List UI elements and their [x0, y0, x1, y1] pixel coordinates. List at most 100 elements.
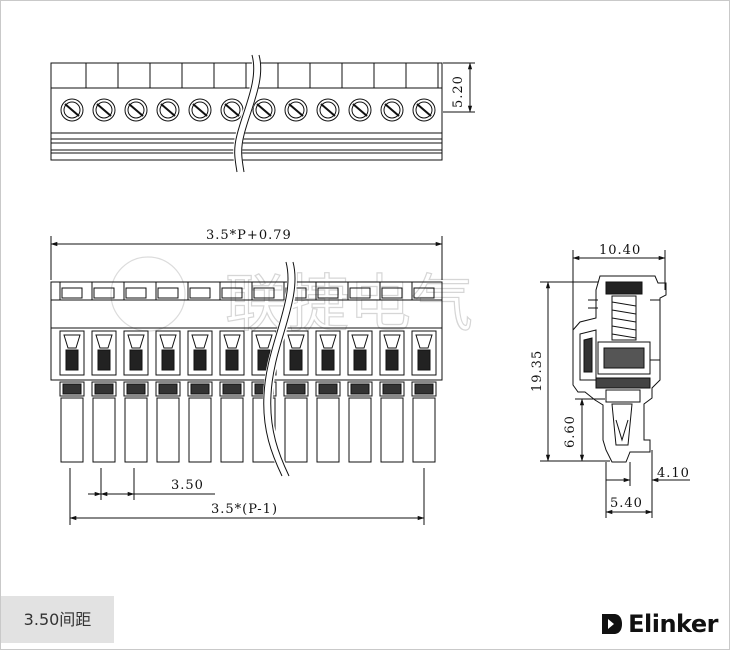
- top-hole-slot: [160, 103, 176, 117]
- front-top-window: [61, 287, 83, 299]
- front-pin-body: [156, 397, 180, 463]
- side-detail-lines: [588, 299, 660, 361]
- front-screw-cell: [123, 330, 149, 376]
- top-hole-outer: [412, 98, 436, 122]
- top-hole-outer: [316, 98, 340, 122]
- front-cell-opening: [417, 349, 431, 371]
- top-hole-inner: [95, 101, 113, 119]
- dim-side-lower: 6.60: [563, 415, 578, 448]
- dim-pin-span: 3.5*(P-1): [211, 502, 278, 517]
- front-pin-head-inner: [382, 383, 402, 395]
- watermark-circle: [110, 256, 186, 332]
- top-hole-outer: [348, 98, 372, 122]
- top-hole-slot: [96, 103, 112, 117]
- contact-spring: [615, 419, 629, 442]
- front-screw-cell: [155, 330, 181, 376]
- front-cell-bevel: [383, 334, 401, 349]
- contact-base: [605, 389, 641, 403]
- front-cell-opening: [289, 349, 303, 371]
- top-hole-inner: [351, 101, 369, 119]
- front-pin-head-inner: [318, 383, 338, 395]
- front-cell-bevel: [191, 334, 209, 349]
- front-pin-body: [316, 397, 340, 463]
- front-top-window: [381, 287, 403, 299]
- side-housing-outline: [572, 275, 667, 463]
- front-cell-bevel: [159, 334, 177, 349]
- front-pin-head-inner: [286, 383, 306, 395]
- clamp-box: [597, 341, 651, 375]
- wire-entry-inner: [583, 337, 593, 373]
- dim-pitch: 3.50: [171, 478, 204, 493]
- top-hole-inner: [255, 101, 273, 119]
- front-cell-bevel: [255, 334, 273, 349]
- screw-body: [611, 295, 637, 341]
- top-hole-slot: [288, 103, 304, 117]
- top-hole-outer: [252, 98, 276, 122]
- front-cell-opening: [161, 349, 175, 371]
- top-hole-inner: [191, 101, 209, 119]
- top-hole-outer: [156, 98, 180, 122]
- front-pin-head: [155, 381, 181, 397]
- front-screw-cell: [283, 330, 309, 376]
- top-hole-slot: [256, 103, 272, 117]
- front-pin-head: [123, 381, 149, 397]
- front-pin-body: [124, 397, 148, 463]
- front-pin-body: [284, 397, 308, 463]
- front-screw-cell: [347, 330, 373, 376]
- front-break-mask: [262, 260, 297, 479]
- front-pin-head-inner: [94, 383, 114, 395]
- front-top-window: [253, 287, 275, 299]
- top-hole-slot: [64, 103, 80, 117]
- front-cell-bevel: [415, 334, 433, 349]
- front-pin-head-inner: [190, 383, 210, 395]
- front-top-window: [317, 287, 339, 299]
- front-cell-opening: [321, 349, 335, 371]
- front-screw-cell: [315, 330, 341, 376]
- front-break-right: [270, 261, 296, 477]
- front-break-left: [263, 261, 289, 477]
- front-pin-body: [220, 397, 244, 463]
- brand-logo: Elinker: [600, 608, 718, 640]
- watermark-text: 联捷电气: [225, 267, 473, 340]
- front-pin-head: [379, 381, 405, 397]
- top-hole-slot: [192, 103, 208, 117]
- front-view: [50, 236, 443, 525]
- top-hole-inner: [63, 101, 81, 119]
- front-screw-cell: [91, 330, 117, 376]
- pitch-label: 3.50间距: [1, 596, 114, 643]
- front-pin-body: [412, 397, 436, 463]
- side-view: [540, 250, 690, 518]
- top-hole-slot: [352, 103, 368, 117]
- top-hole-slot: [320, 103, 336, 117]
- dim-overall-length: 3.5*P+0.79: [206, 228, 292, 243]
- dim-side-right-small: 4.10: [657, 466, 690, 481]
- front-screw-cell: [379, 330, 405, 376]
- front-cell-bevel: [319, 334, 337, 349]
- front-pin-head-inner: [158, 383, 178, 395]
- top-hole-inner: [159, 101, 177, 119]
- top-hole-outer: [188, 98, 212, 122]
- front-pin-head: [187, 381, 213, 397]
- screw-head: [605, 281, 643, 295]
- top-hole-outer: [60, 98, 84, 122]
- break-line-left: [234, 54, 255, 173]
- top-hole-slot: [128, 103, 144, 117]
- front-pin-head: [59, 381, 85, 397]
- front-top-window: [189, 287, 211, 299]
- front-pin-body: [188, 397, 212, 463]
- front-top-window: [413, 287, 435, 299]
- front-cell-bevel: [95, 334, 113, 349]
- dim-side-bottom: 5.40: [610, 496, 643, 511]
- top-hole-inner: [223, 101, 241, 119]
- front-cell-bevel: [351, 334, 369, 349]
- front-cell-opening: [129, 349, 143, 371]
- front-top-window: [125, 287, 147, 299]
- top-hole-outer: [380, 98, 404, 122]
- top-hole-inner: [383, 101, 401, 119]
- front-cell-opening: [193, 349, 207, 371]
- dim-side-height: 19.35: [530, 350, 545, 392]
- dim-top-height: 5.20: [451, 75, 466, 108]
- front-pin-head: [411, 381, 437, 397]
- top-hole-inner: [415, 101, 433, 119]
- front-pin-head: [315, 381, 341, 397]
